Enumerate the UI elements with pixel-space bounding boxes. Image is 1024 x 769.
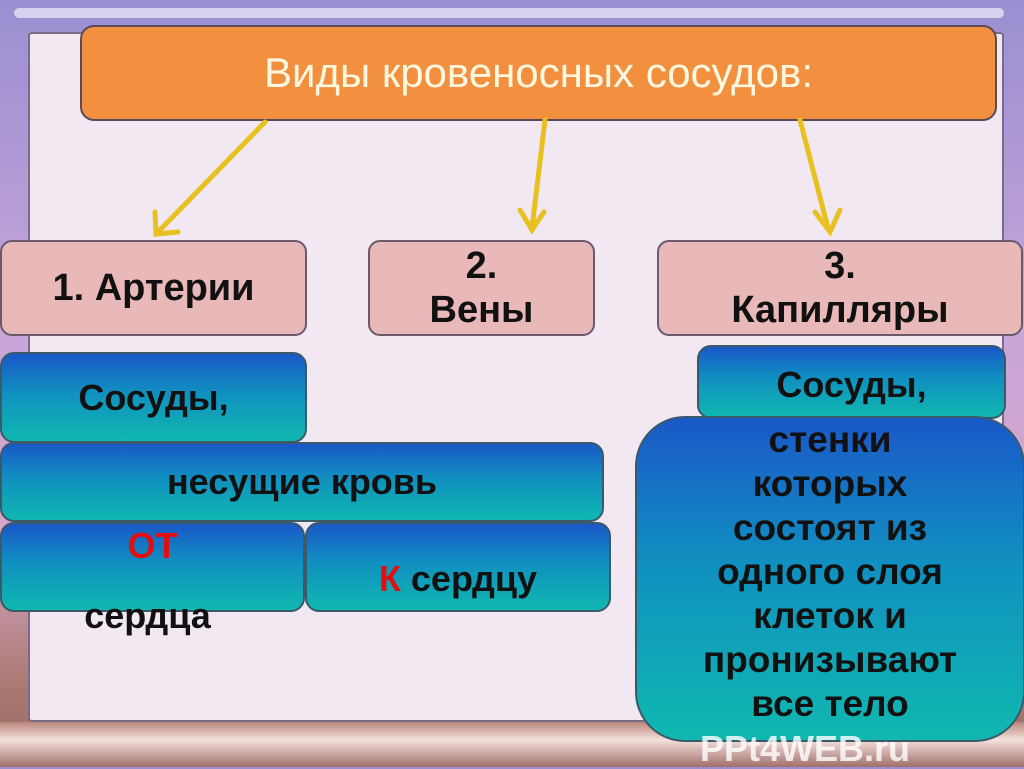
text-line: пронизывают xyxy=(702,639,958,680)
to-word: К xyxy=(378,558,401,599)
arrow-to-arteries xyxy=(152,119,268,237)
text-line: все тело xyxy=(751,683,909,724)
to-rest: сердцу xyxy=(400,558,538,599)
type-label: Капилляры xyxy=(731,289,949,331)
capillaries-line1: Сосуды, xyxy=(697,345,1006,419)
text: несущие кровь xyxy=(166,461,438,502)
slide-title: Виды кровеносных сосудов: xyxy=(80,25,997,121)
text-line: которых xyxy=(752,463,908,504)
text-line: состоят из xyxy=(732,507,928,548)
type-label: 1. Артерии xyxy=(52,267,255,309)
type-arteries: 1. Артерии xyxy=(0,240,307,336)
type-capillaries: 3.Капилляры xyxy=(657,240,1023,336)
arteries-line1: Сосуды, xyxy=(0,352,307,443)
text-line: одного слоя xyxy=(717,551,943,592)
type-number: 3. xyxy=(824,245,856,287)
text: Сосуды, xyxy=(776,364,927,405)
type-veins: 2.Вены xyxy=(368,240,595,336)
type-number: 2. xyxy=(465,245,498,287)
text: Сосуды, xyxy=(78,377,229,418)
arrow-to-veins xyxy=(517,117,548,235)
type-label: Вены xyxy=(429,289,534,331)
arteries-from-heart: ОТ сердца xyxy=(0,522,305,636)
arteries-to-heart: К сердцу xyxy=(305,522,611,612)
text-line: стенки xyxy=(768,419,892,460)
frame-gloss xyxy=(14,8,1004,18)
from-word: ОТ xyxy=(127,525,178,566)
watermark: PPt4WEB.ru xyxy=(700,728,911,769)
capillaries-description: стенки которых состоят из одного слоя кл… xyxy=(635,416,1024,742)
arteries-line2: несущие кровь xyxy=(0,442,604,522)
arrow-to-capillaries xyxy=(797,117,843,237)
text-line: клеток и xyxy=(753,595,907,636)
from-rest: сердца xyxy=(84,595,211,636)
